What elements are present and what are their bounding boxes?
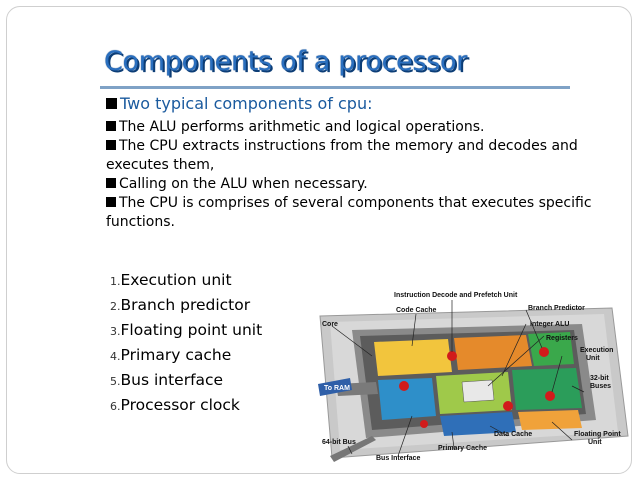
marker-dot xyxy=(545,391,555,401)
numbered-item: 2.Branch predictor xyxy=(110,296,251,314)
bullet-item: Two typical components of cpu: xyxy=(106,92,631,116)
bullet-square-icon xyxy=(106,178,116,188)
bullet-square-icon xyxy=(106,98,117,109)
leader-lines xyxy=(331,300,585,457)
block-execution xyxy=(512,368,582,410)
label-integer-alu: Integer ALU xyxy=(530,321,569,328)
block-registers xyxy=(461,379,495,403)
bullet-item: The CPU extracts instructions from the m… xyxy=(106,138,578,173)
block-fpu xyxy=(518,410,582,430)
slide-title: Components of a processor xyxy=(104,46,468,77)
block-decode xyxy=(454,335,532,370)
bullet-list: Two typical components of cpu: The ALU p… xyxy=(106,92,631,232)
bullet-item: The ALU performs arithmetic and logical … xyxy=(106,118,631,137)
label-data-cache: Data Cache xyxy=(494,431,532,438)
label-code-cache: Code Cache xyxy=(396,307,437,314)
label-execution-2: Unit xyxy=(586,355,600,362)
title-underline xyxy=(100,86,570,89)
bullet-item: Calling on the ALU when necessary. xyxy=(106,175,631,194)
numbered-item: 1.Execution unit xyxy=(110,271,232,289)
processor-diagram: To RAM Instruction Decode and Prefetch U… xyxy=(318,292,629,462)
label-branch-predictor: Branch Predictor xyxy=(528,305,585,312)
numbered-item: 3.Floating point unit xyxy=(110,321,263,339)
bus-64bit xyxy=(330,436,376,462)
numbered-item: 5.Bus interface xyxy=(110,371,224,389)
marker-dot xyxy=(420,420,428,428)
block-branch xyxy=(528,332,574,366)
label-instruction-decode: Instruction Decode and Prefetch Unit xyxy=(394,292,518,299)
block-bus-interface xyxy=(378,378,436,420)
label-execution-1: Execution xyxy=(580,347,613,354)
label-to-ram: To RAM xyxy=(324,385,350,392)
label-registers: Registers xyxy=(546,335,578,342)
label-32bit-2: Buses xyxy=(590,383,611,390)
bullet-item: The CPU is comprises of several componen… xyxy=(106,195,592,230)
numbered-item: 6.Processor clock xyxy=(110,396,240,414)
marker-dot xyxy=(503,401,513,411)
bullet-square-icon xyxy=(106,121,116,131)
label-core: Core xyxy=(322,321,338,328)
marker-dot xyxy=(447,351,457,361)
marker-dot xyxy=(539,347,549,357)
label-bus-interface: Bus Interface xyxy=(376,455,420,462)
label-fpu-1: Floating Point xyxy=(574,431,621,438)
label-primary-cache: Primary Cache xyxy=(438,445,487,452)
label-64bit-bus: 64-bit Bus xyxy=(322,439,356,446)
numbered-item: 4.Primary cache xyxy=(110,346,232,364)
bullet-square-icon xyxy=(106,140,116,150)
slide-frame xyxy=(6,6,632,474)
marker-dot xyxy=(399,381,409,391)
label-fpu-2: Unit xyxy=(588,439,602,446)
block-code-cache xyxy=(374,339,452,376)
to-ram-arrow xyxy=(318,378,352,396)
label-32bit-1: 32-bit xyxy=(590,375,609,382)
bullet-square-icon xyxy=(106,197,116,207)
